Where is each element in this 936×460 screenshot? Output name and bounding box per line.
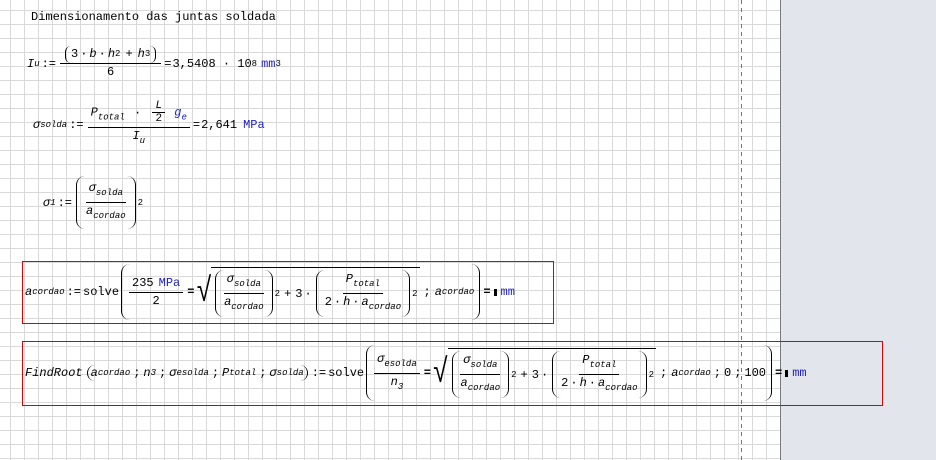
result-placeholder[interactable]: [785, 369, 789, 377]
result-value: 2,641: [201, 117, 238, 132]
worksheet-title[interactable]: Dimensionamento das juntas soldada: [31, 10, 276, 24]
page-boundary-line: [741, 0, 742, 460]
equation-region-solve-1[interactable]: [22, 261, 554, 324]
unit-mm: mm: [792, 366, 807, 380]
unit-mpa: MPa: [243, 117, 265, 132]
findroot-function: FindRoot: [25, 366, 83, 380]
equation-region-findroot[interactable]: [22, 341, 883, 406]
worksheet-canvas[interactable]: [0, 0, 780, 460]
solve-keyword: solve: [83, 285, 120, 299]
worksheet-margin-area: [780, 0, 936, 460]
result-value: 3,5408 · 10: [172, 56, 252, 71]
unit-mm: mm: [261, 56, 276, 71]
result-placeholder[interactable]: [493, 288, 497, 296]
unit-mm: mm: [500, 285, 515, 299]
var-I: I: [27, 56, 35, 71]
solve-keyword: solve: [328, 366, 365, 380]
